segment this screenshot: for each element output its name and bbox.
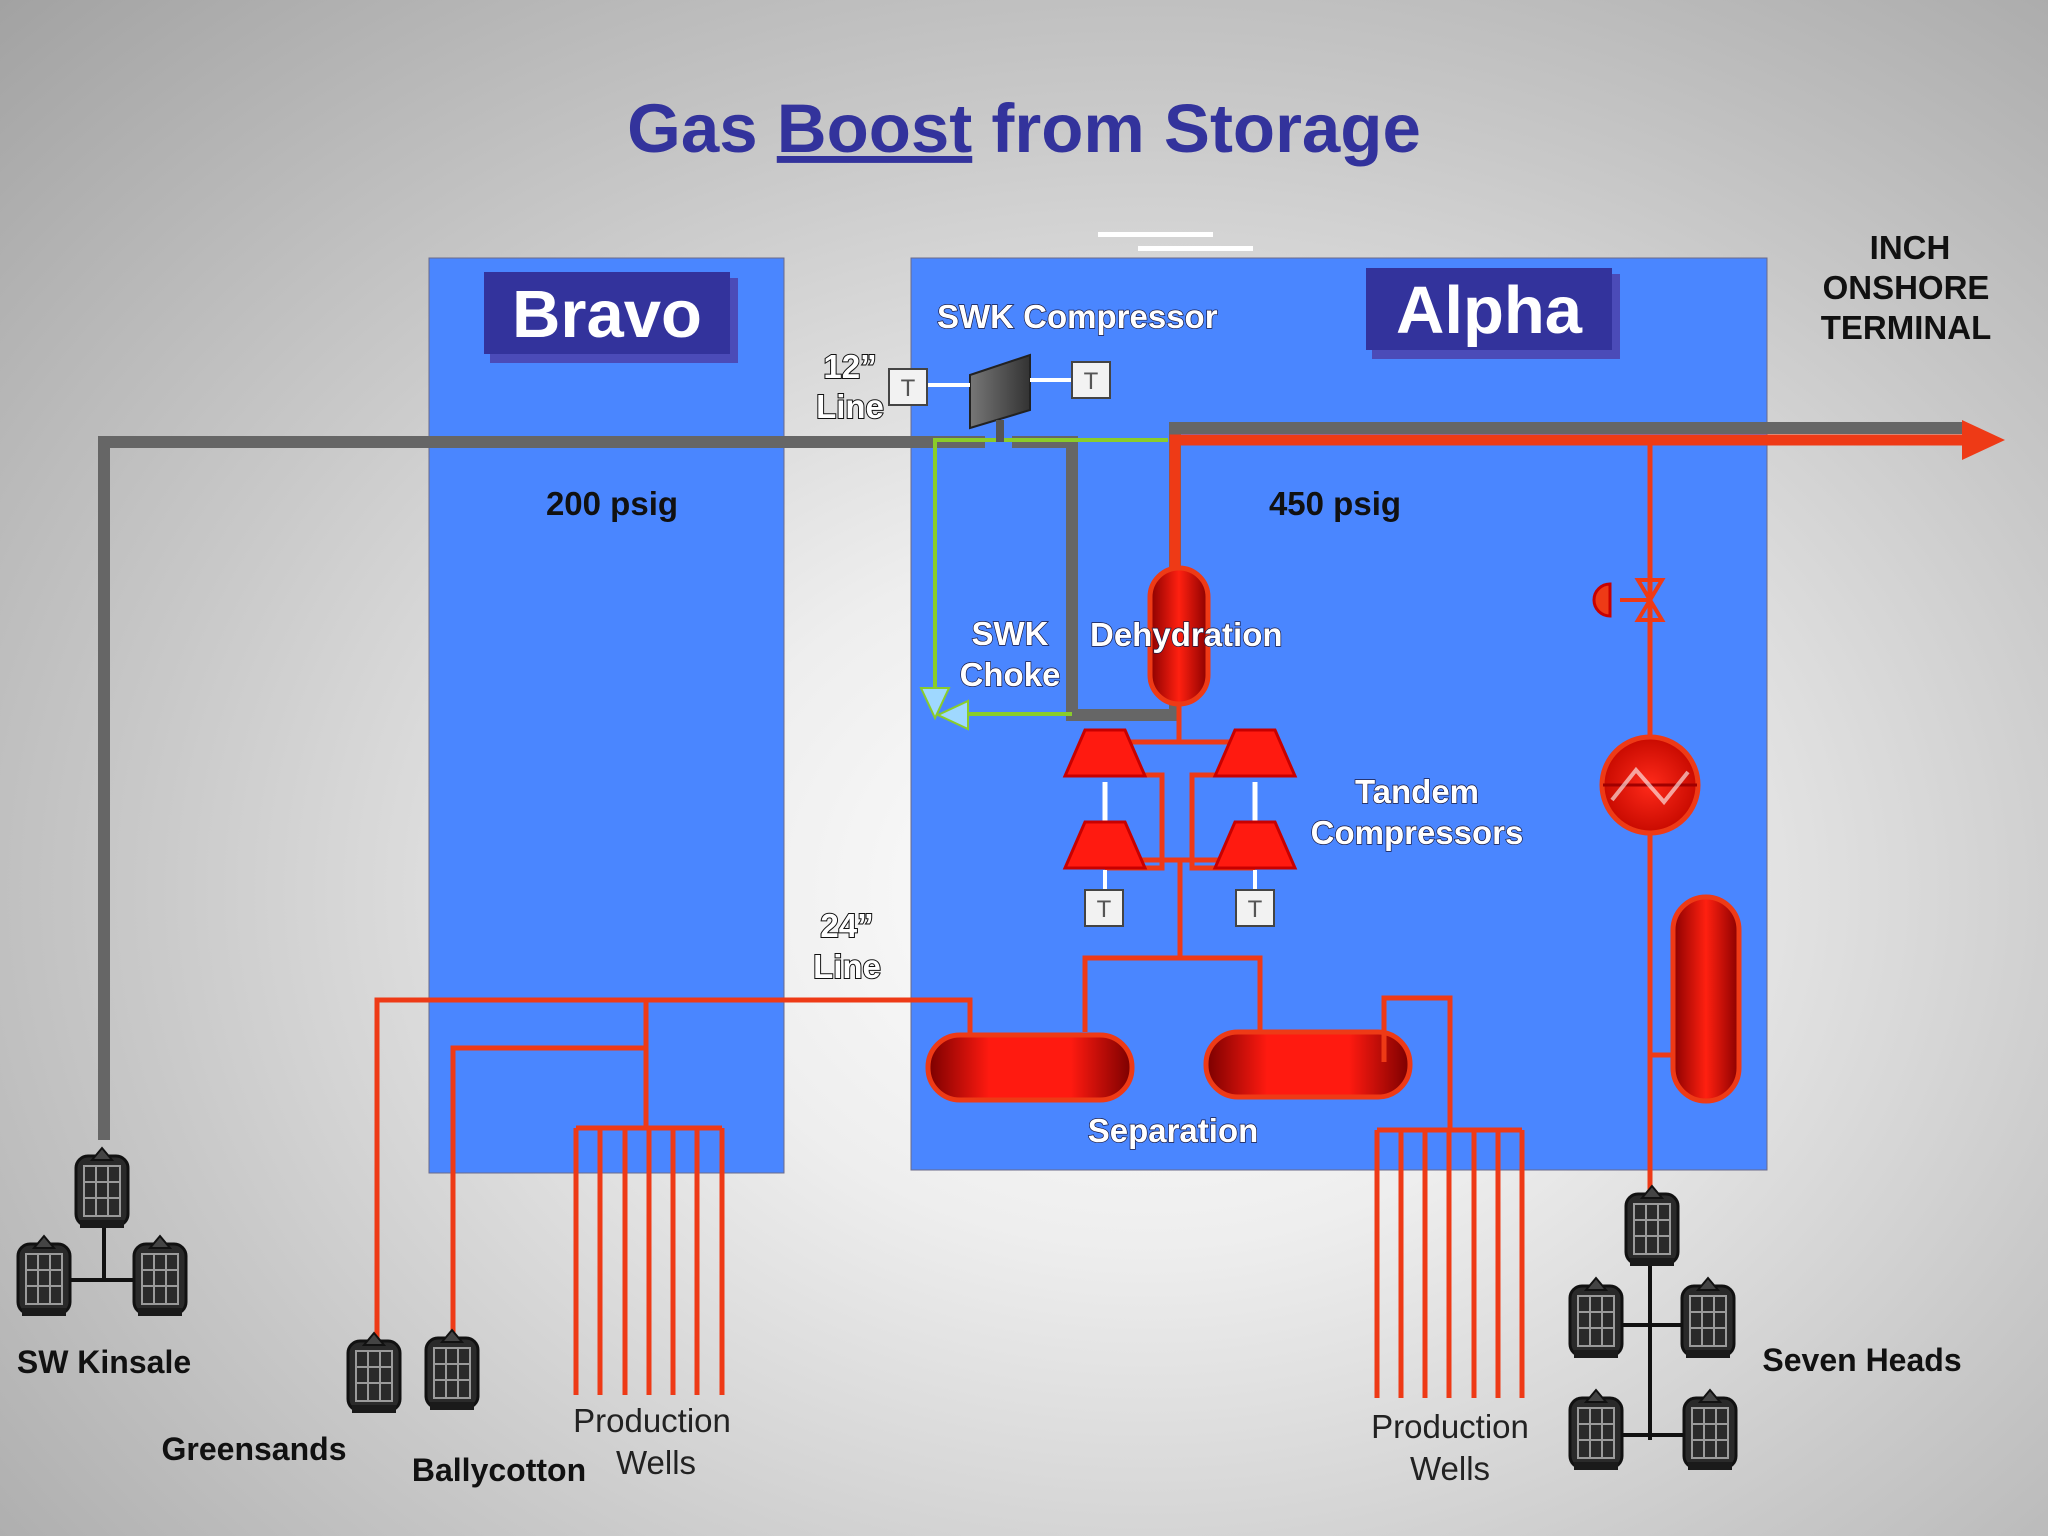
green-choke-line xyxy=(933,438,1168,700)
tandem-compressor-icon xyxy=(1212,728,1298,778)
separation-label: Separation xyxy=(1088,1112,1259,1149)
bravo-production-wells xyxy=(573,1125,725,1395)
terminal-label-3: TERMINAL xyxy=(1821,309,1991,346)
greensands-wellhead-icon xyxy=(346,1331,402,1415)
choke-arrow-left xyxy=(935,699,969,731)
sw-kinsale-wellheads xyxy=(16,1146,188,1318)
export-arrow xyxy=(1962,420,2005,460)
ballycotton-label: Ballycotton xyxy=(412,1452,586,1488)
seven-heads-wellheads xyxy=(1568,1184,1738,1472)
alpha-wells-header xyxy=(1381,995,1453,1130)
line-24in-word: Line xyxy=(813,948,881,985)
export-red-line xyxy=(1169,434,1965,570)
bravo-wells-label-2: Wells xyxy=(616,1444,696,1481)
swk-compressor-label: SWK Compressor xyxy=(937,298,1218,335)
separator-vessel-2 xyxy=(1203,1029,1413,1100)
tandem-compressor-icon xyxy=(1212,820,1298,870)
t-marker-box xyxy=(1071,361,1111,399)
ballycotton-line xyxy=(450,1000,649,1350)
separator-vessel-1 xyxy=(925,1032,1135,1103)
line-12in-size: 12” xyxy=(823,348,876,385)
alpha-nameplate xyxy=(1366,268,1612,350)
bravo-name: Bravo xyxy=(512,277,702,352)
alpha-wells-label-1: Production xyxy=(1371,1408,1529,1445)
tandem-compressor-icon xyxy=(1062,820,1148,870)
tandem-label-2: Compressors xyxy=(1311,814,1524,851)
swk-choke-label-1: SWK xyxy=(972,615,1049,652)
t-marker: T xyxy=(1248,896,1263,923)
ballycotton-wellhead-icon xyxy=(424,1328,480,1412)
page-title: Gas Boost from Storage xyxy=(627,90,1421,167)
bravo-platform xyxy=(428,257,785,1174)
decorative-bar xyxy=(1138,246,1253,251)
greensands-label: Greensands xyxy=(162,1431,347,1467)
swk-compressor-icon xyxy=(969,353,1031,430)
decorative-bar xyxy=(1098,232,1213,237)
bravo-pressure: 200 psig xyxy=(546,485,678,522)
t-marker: T xyxy=(901,375,916,402)
t-marker-box xyxy=(888,368,928,406)
terminal-label-2: ONSHORE xyxy=(1823,269,1990,306)
alpha-wells-label-2: Wells xyxy=(1410,1450,1490,1487)
alpha-name: Alpha xyxy=(1396,273,1583,348)
dehydration-label: Dehydration xyxy=(1090,616,1283,653)
alpha-production-wells xyxy=(1374,1127,1525,1398)
seven-heads-label: Seven Heads xyxy=(1762,1342,1961,1378)
line-24in-size: 24” xyxy=(820,907,873,944)
line-12in-word: Line xyxy=(816,388,884,425)
control-valve-icon xyxy=(1592,578,1666,622)
choke-arrow-down xyxy=(919,687,951,721)
sw-kinsale-label: SW Kinsale xyxy=(17,1344,191,1380)
terminal-label-1: INCH xyxy=(1870,229,1951,266)
seven-heads-vessel xyxy=(1670,894,1742,1104)
alpha-pressure: 450 psig xyxy=(1269,485,1401,522)
bravo-nameplate xyxy=(484,272,730,354)
tandem-compressor-icon xyxy=(1062,728,1148,778)
gray-line-12in xyxy=(98,436,985,1140)
swk-choke-label-2: Choke xyxy=(960,656,1061,693)
t-marker: T xyxy=(1097,896,1112,923)
t-marker: T xyxy=(1084,368,1099,395)
tandem-label-1: Tandem xyxy=(1355,773,1479,810)
t-marker-box xyxy=(1084,889,1124,927)
red-line-24in xyxy=(374,997,973,1350)
t-marker-box xyxy=(1235,889,1275,927)
cooler-icon xyxy=(1599,734,1701,836)
bravo-wells-label-1: Production xyxy=(573,1402,731,1439)
